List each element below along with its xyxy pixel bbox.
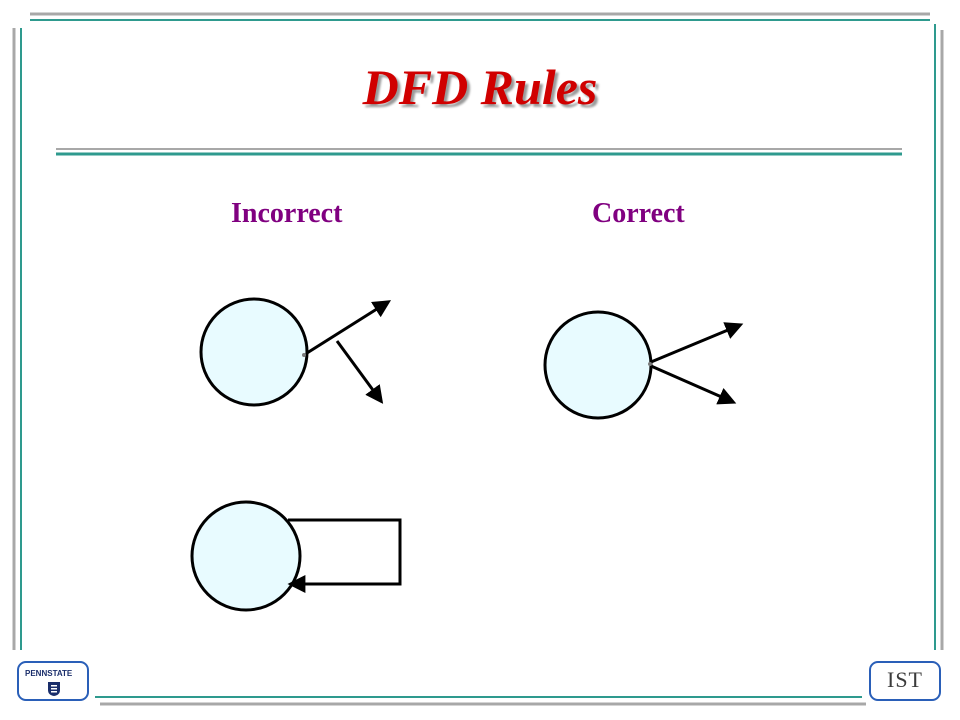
correct-label: Correct (592, 198, 685, 229)
incorrect-label: Incorrect (231, 198, 343, 229)
penn-state-shield-icon (48, 682, 60, 696)
incorrect-loop-arrow (287, 518, 402, 593)
incorrect-split-flow-diagram (199, 297, 392, 407)
incorrect-loop-flow-diagram (190, 500, 402, 612)
incorrect-process-circle-bottom (190, 500, 302, 612)
ist-logo: IST (869, 661, 941, 701)
slide-title: DFD Rules (362, 59, 598, 115)
correct-flow-arrow-up (650, 322, 744, 364)
incorrect-flow-origin-dot (302, 353, 306, 357)
correct-flow-arrow-down (650, 364, 737, 405)
penn-state-logo: PENNSTATE (17, 661, 89, 701)
incorrect-flow-arrow-down (335, 340, 384, 404)
incorrect-process-circle-top (199, 297, 309, 407)
penn-state-logo-text: PENNSTATE (25, 669, 73, 678)
correct-process-circle (543, 310, 653, 420)
ist-logo-text: IST (887, 667, 923, 692)
incorrect-flow-arrow-up (306, 300, 392, 355)
correct-flow-origin-dot (648, 362, 652, 366)
correct-split-flow-diagram (543, 310, 744, 420)
